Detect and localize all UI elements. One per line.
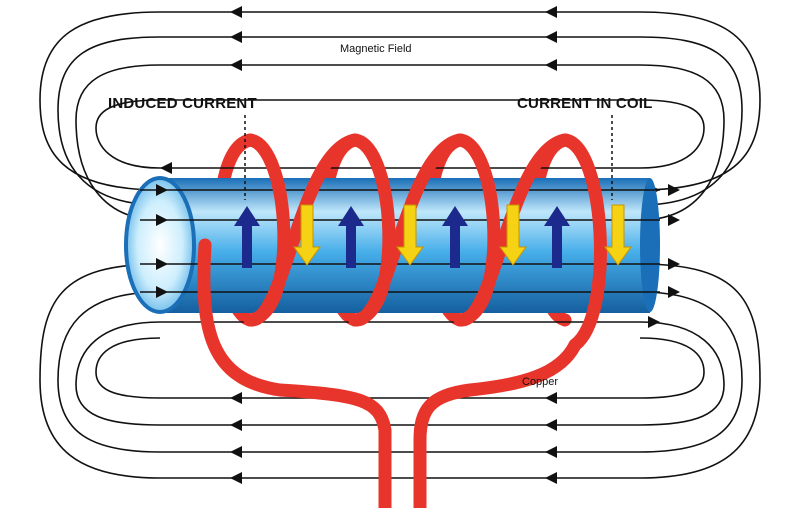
induced-current-arrows <box>234 206 570 268</box>
leader-lines <box>244 115 613 200</box>
coil-current-arrows <box>293 204 632 266</box>
field-arrow <box>545 419 557 431</box>
field-line <box>57 36 743 206</box>
field-line <box>95 337 705 399</box>
field-arrow <box>545 31 557 43</box>
field-arrow <box>230 59 242 71</box>
induced-current-label: INDUCED CURRENT <box>108 95 257 112</box>
coil-current-arrow <box>293 204 321 266</box>
field-line <box>57 291 743 453</box>
copper-label: Copper <box>522 376 559 388</box>
field-arrow <box>230 31 242 43</box>
field-arrow <box>230 472 242 484</box>
field-line <box>75 64 725 221</box>
field-arrow <box>648 316 660 328</box>
field-arrow <box>230 392 242 404</box>
field-arrow <box>545 446 557 458</box>
coil-lead-right <box>413 338 582 508</box>
coil-current-arrow <box>604 204 632 266</box>
field-arrow <box>230 446 242 458</box>
coil-lead-left <box>197 238 392 508</box>
inside-arrowheads <box>156 184 680 298</box>
field-line <box>39 263 761 479</box>
magnetic-field-label: Magnetic Field <box>340 43 412 55</box>
field-line <box>75 321 725 426</box>
field-line <box>95 99 705 169</box>
induced-arrow <box>338 206 364 268</box>
field-line <box>39 11 761 191</box>
field-arrow <box>545 59 557 71</box>
field-arrow <box>545 392 557 404</box>
induced-arrow <box>234 206 260 268</box>
coil-front <box>197 133 607 508</box>
field-arrow <box>230 419 242 431</box>
field-arrow <box>230 6 242 18</box>
field-arrow <box>545 472 557 484</box>
current-in-coil-label: CURRENT IN COIL <box>517 95 653 112</box>
induced-arrow <box>544 206 570 268</box>
induced-arrow <box>442 206 468 268</box>
tube-right-end <box>640 178 660 312</box>
field-arrow <box>545 6 557 18</box>
coil-current-arrow <box>396 204 424 266</box>
tube-left-opening <box>124 176 196 314</box>
field-lines-bottom <box>39 263 761 479</box>
coil-current-arrow <box>499 204 527 266</box>
field-lines-top <box>39 11 761 221</box>
